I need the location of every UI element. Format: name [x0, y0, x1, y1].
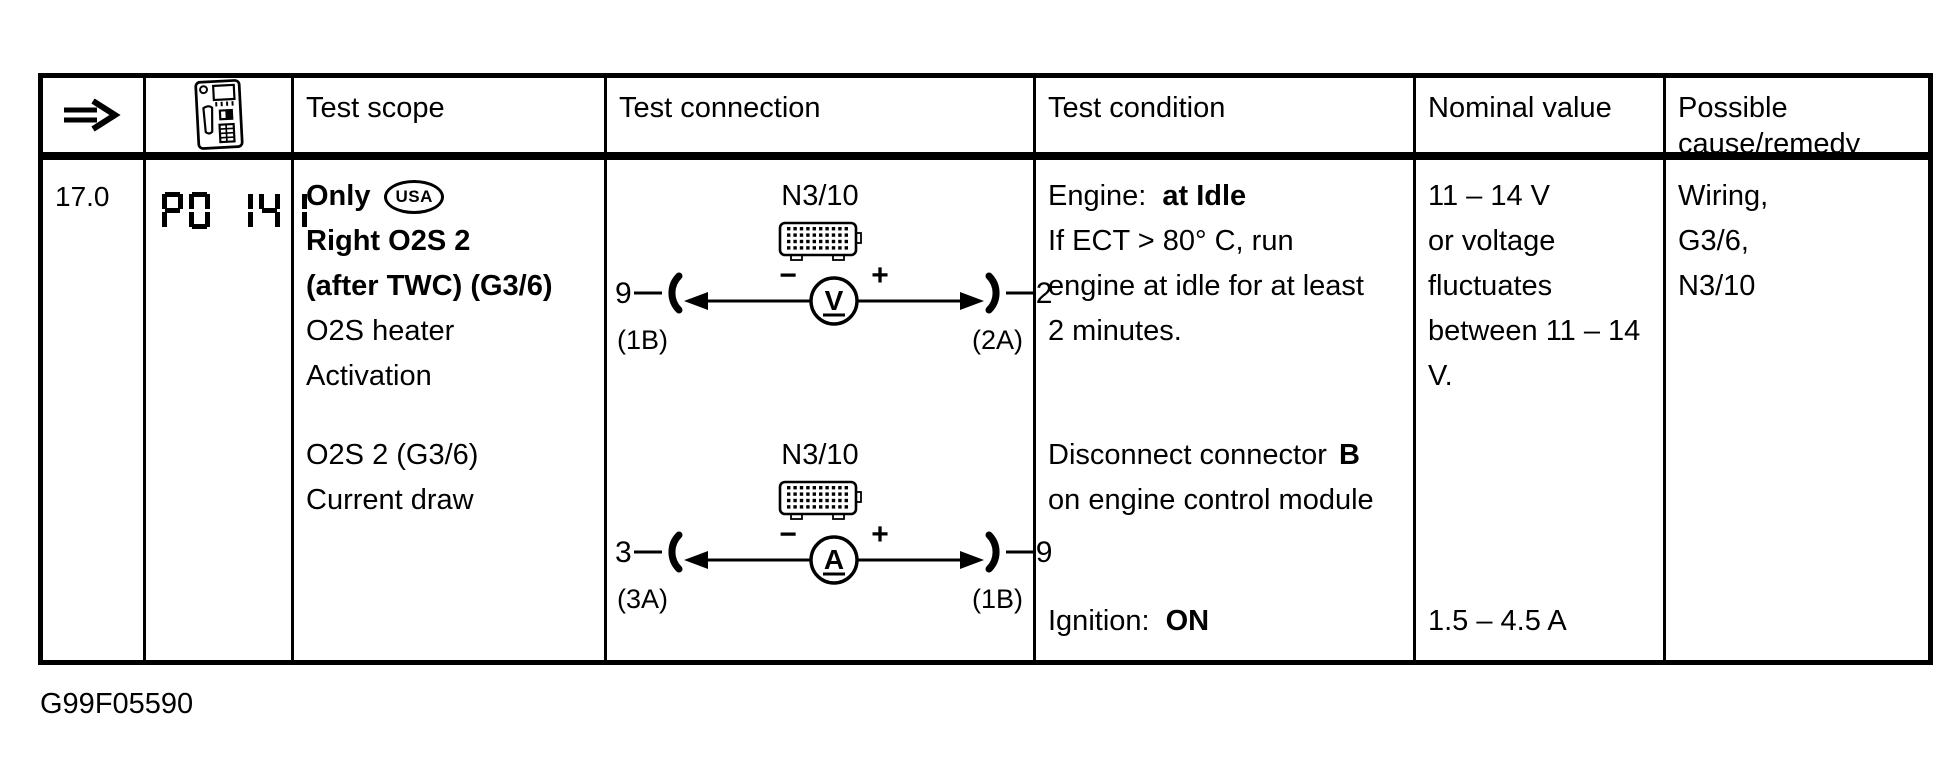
header-tester-cell [146, 78, 294, 160]
scope-line-5: Activation [306, 360, 432, 392]
nominal-line-5: V. [1428, 360, 1453, 392]
socket-left-icon [633, 531, 683, 573]
cause-line-3: N3/10 [1678, 270, 1756, 302]
voltmeter-hookup: 9 − + V 2 [615, 259, 1052, 326]
header-test-scope: Test scope [294, 78, 607, 160]
step-number: 17.0 [55, 181, 110, 212]
connector-pin-grid [787, 486, 848, 509]
dtc-code-display [158, 174, 307, 243]
ammeter-pin-right: 9 [1035, 535, 1053, 569]
header-test-connection-label: Test connection [619, 92, 821, 124]
cell-test-condition: Engine: at Idle If ECT > 80° C, run engin… [1036, 160, 1416, 660]
ecu-connector-icon [778, 480, 862, 520]
header-test-scope-label: Test scope [306, 92, 445, 124]
condition-block2-line-1: Disconnect connector B [1048, 433, 1405, 478]
scope-block2-line-2: Current draw [306, 484, 474, 516]
header-test-connection: Test connection [607, 78, 1036, 160]
ammeter-socket-left: (3A) [617, 584, 669, 614]
header-step-cell [43, 78, 146, 160]
nominal-current-value: 1.5 – 4.5 A [1428, 605, 1567, 637]
cell-dtc: P0 141 [146, 160, 307, 660]
voltmeter-pin-right: 2 [1035, 276, 1053, 310]
scope-line-4: O2S heater [306, 315, 455, 347]
condition-ignition-line: Ignition: ON [1048, 599, 1209, 644]
nominal-line-1: 11 – 14 V [1428, 180, 1551, 212]
ammeter-plus: + [871, 518, 889, 551]
condition-line-2: If ECT > 80° C, run [1048, 225, 1294, 257]
ammeter-pin-left: 3 [615, 535, 632, 569]
diagnostic-table: Test scope Test connection Test conditio… [38, 73, 1933, 665]
cause-line-2: G3/6, [1678, 225, 1749, 257]
nominal-line-3: fluctuates [1428, 270, 1553, 302]
nominal-line-2: or voltage [1428, 225, 1556, 257]
cell-step: 17.0 [43, 160, 146, 660]
ammeter-icon: − + A [683, 518, 984, 585]
ammeter-socket-right: (1B) [971, 584, 1023, 614]
ammeter-letter: A [824, 544, 844, 575]
connection2-component-label: N3/10 [781, 439, 859, 471]
voltmeter-socket-left: (1B) [617, 325, 669, 355]
header-nominal-value: Nominal value [1416, 78, 1666, 160]
condition-line-1: Engine: at Idle [1048, 174, 1405, 219]
socket-left-icon [633, 272, 683, 314]
condition-connector-letter: B [1338, 439, 1360, 471]
condition-engine-label: Engine: [1048, 180, 1147, 212]
ignition-label: Ignition: [1048, 605, 1150, 637]
diagnostic-tester-icon [193, 79, 244, 150]
socket-right-icon [985, 272, 1034, 314]
voltmeter-icon: − + V [683, 259, 984, 326]
socket-right-icon [985, 531, 1034, 573]
scope-line-3: (after TWC) (G3/6) [306, 270, 553, 302]
nominal-line-4: between 11 – 14 [1428, 315, 1641, 347]
scope-line-1: Only USA [306, 174, 596, 219]
voltmeter-plus: + [871, 259, 889, 292]
connection1-component-label: N3/10 [781, 180, 859, 212]
cell-test-scope: Only USA Right O2S 2 (after TWC) (G3/6) O… [294, 160, 607, 660]
header-nominal-value-label: Nominal value [1428, 92, 1612, 124]
dtc-code-text: P0 141 [158, 243, 159, 244]
cause-line-1: Wiring, [1678, 180, 1769, 212]
voltmeter-minus: − [779, 259, 797, 292]
condition-block2-line-2: on engine control module [1048, 484, 1374, 516]
header-possible-cause-label: Possible cause/remedy [1678, 92, 1861, 160]
cell-nominal-value: 11 – 14 V or voltage fluctuates between … [1416, 160, 1666, 660]
scope-block2-line-1: O2S 2 (G3/6) [306, 439, 479, 471]
usa-badge: USA [384, 180, 444, 214]
double-right-arrow-icon [64, 98, 121, 132]
condition-line-3: engine at idle for at least [1048, 270, 1364, 302]
header-test-condition-label: Test condition [1048, 92, 1226, 124]
header-test-condition: Test condition [1036, 78, 1416, 160]
connector-pin-grid [787, 227, 848, 250]
voltmeter-letter: V [824, 285, 843, 316]
ammeter-hookup: 3 − + A 9 [615, 518, 1052, 585]
ammeter-minus: − [779, 518, 797, 551]
cell-possible-cause: Wiring, G3/6, N3/10 [1666, 160, 1928, 660]
condition-disconnect-text: Disconnect connector [1048, 439, 1327, 471]
figure-number: G99F05590 [40, 688, 194, 720]
header-possible-cause: Possible cause/remedy [1666, 78, 1928, 160]
voltmeter-socket-right: (2A) [971, 325, 1023, 355]
ignition-value: ON [1165, 605, 1210, 637]
cell-test-connection: N3/10 9 − + V [607, 160, 1052, 660]
scope-line-2: Right O2S 2 [306, 225, 471, 257]
condition-line-4: 2 minutes. [1048, 315, 1182, 347]
scope-only: Only [306, 180, 371, 212]
ecu-connector-icon [778, 221, 862, 261]
condition-engine-value: at Idle [1162, 180, 1247, 212]
voltmeter-pin-left: 9 [615, 276, 632, 310]
